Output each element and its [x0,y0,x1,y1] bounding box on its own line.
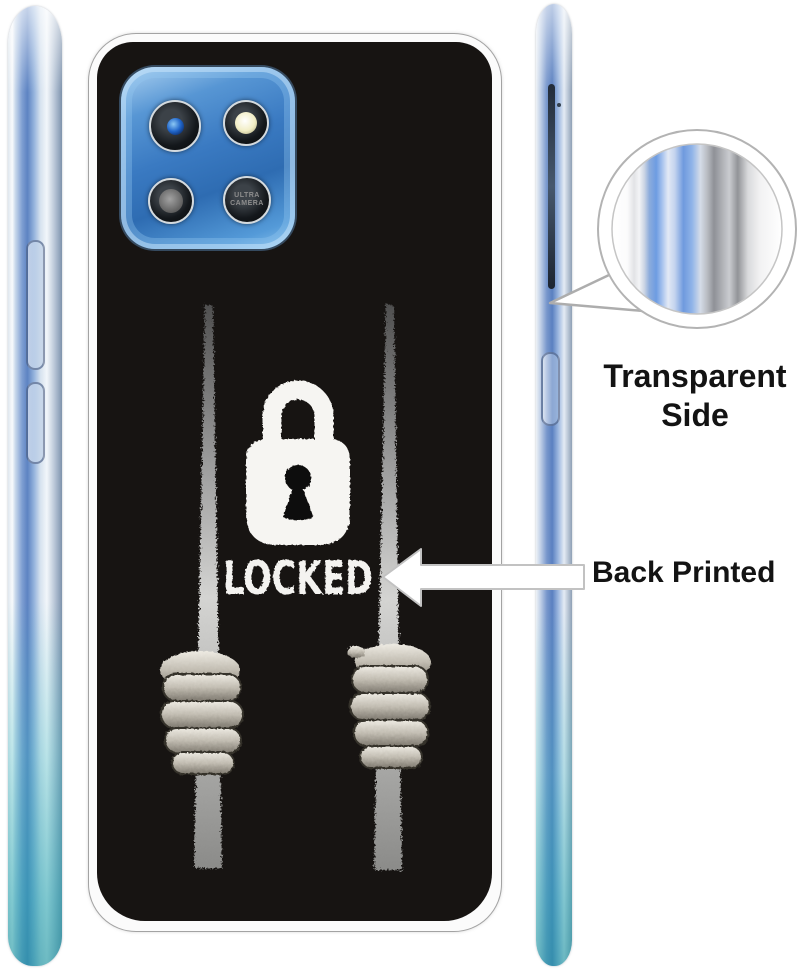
side-button [541,352,560,426]
transparent-side-line2: Side [661,397,729,433]
power-button [26,382,45,464]
magnifier-detail [548,129,797,329]
ultra-camera-badge: ULTRA CAMERA [223,176,271,224]
lens-glint [166,117,184,135]
transparent-side-line1: Transparent [603,358,787,394]
transparent-side-label: Transparent Side [583,357,805,435]
camera-module: ULTRA CAMERA [121,67,295,249]
main-camera-lens [149,100,201,152]
left-arrow-icon [382,548,585,607]
hand-left [160,651,244,775]
camera-flash [223,100,269,146]
locked-caption: LOCKED [223,551,373,605]
back-printed-label: Back Printed [592,556,776,589]
ultra-camera-label-line1: ULTRA [234,192,260,199]
lens-glint [159,189,183,213]
sim-slot [548,84,555,289]
padlock-icon [246,380,350,545]
hand-right [347,644,431,769]
phone-side-left [8,6,62,966]
volume-button [26,240,45,370]
flash-glint [235,112,257,134]
ultra-camera-label-line2: CAMERA [230,200,264,207]
magnifier-glass [611,143,783,315]
mic-hole [557,103,561,107]
prison-bar-left [194,304,222,868]
depth-camera-lens [148,178,194,224]
phone-side-right [536,4,572,966]
